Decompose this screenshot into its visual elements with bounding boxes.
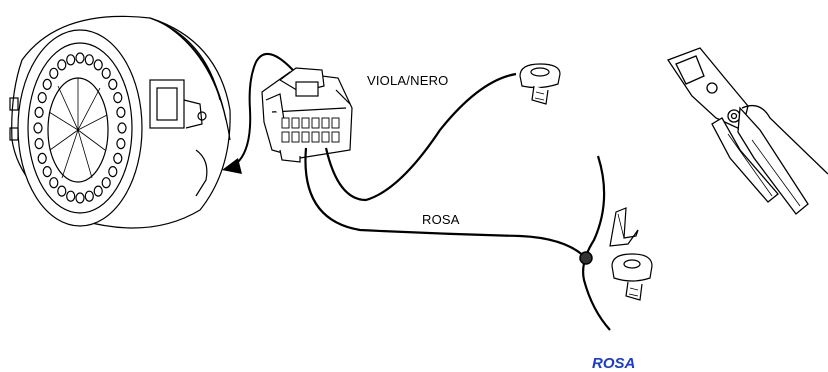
wire-rosa-branch [582,155,611,331]
connector-plug-icon [261,67,353,163]
arrow-icon [222,53,301,174]
caption-rosa: ROSA [592,355,636,372]
wire-viola-nero [324,72,517,202]
speaker-unit-icon [9,15,231,229]
ring-terminal-icon [519,63,561,105]
splice-clip-icon [609,207,639,247]
splice-joint-icon [579,251,593,265]
wire-label-viola-nero: VIOLA/NERO [367,73,449,88]
wire-label-rosa: ROSA [422,212,460,227]
crimping-pliers-icon [667,47,828,215]
ring-terminal-icon [611,253,653,301]
wire-rosa [304,147,587,259]
